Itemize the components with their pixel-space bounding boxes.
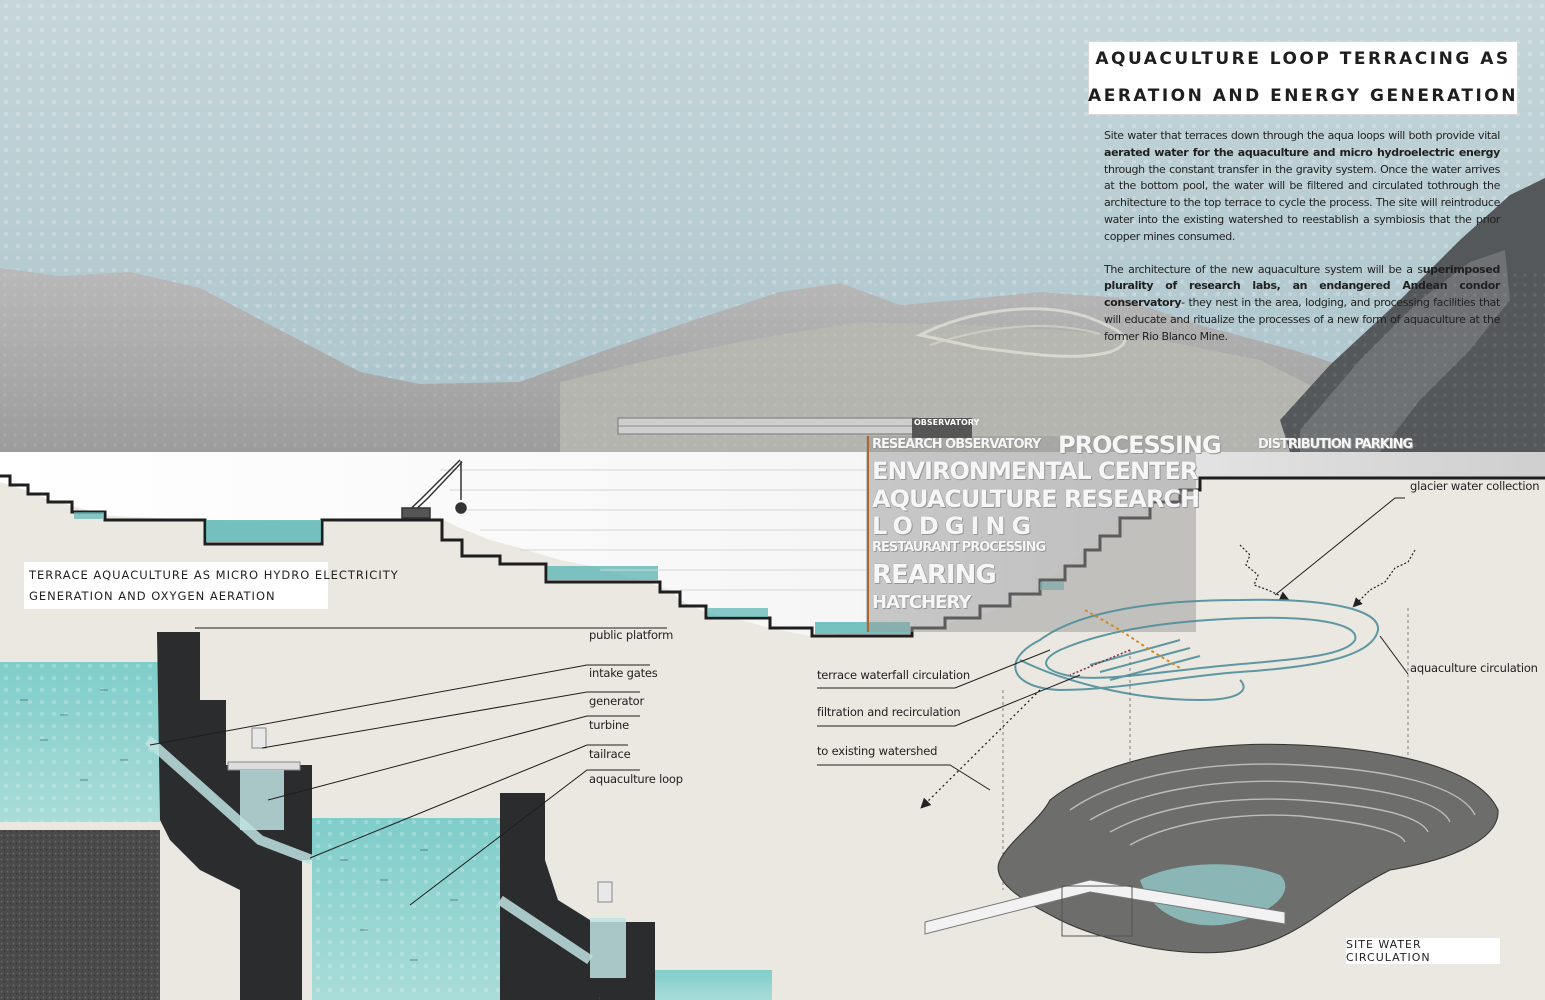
program-label-hatchery: HATCHERY: [872, 592, 971, 613]
callout-aquaculture-loop: aquaculture loop: [589, 772, 683, 786]
crane-icon: [401, 459, 467, 519]
site-leader-lines: [817, 497, 1409, 791]
program-label-lodging: LODGING: [872, 512, 1038, 540]
title-line-1: AQUACULTURE LOOP TERRACING AS: [1095, 49, 1511, 69]
section-label-line-2: GENERATION AND OXYGEN AERATION: [29, 588, 276, 603]
intro-p1-bold: aerated water for the aquaculture and mi…: [1104, 145, 1500, 159]
callout-glacier-water-collection: glacier water collection: [1410, 479, 1540, 493]
title-line-2: AERATION AND ENERGY GENERATION: [1088, 86, 1518, 106]
program-label-research-observatory: RESEARCH OBSERVATORY: [872, 437, 1041, 452]
intro-p2-a: The architecture of the new aquaculture …: [1104, 262, 1423, 276]
hydro-section: [0, 632, 772, 1000]
section-leader-lines: [149, 627, 667, 906]
program-label-distribution-parking: DISTRIBUTION PARKING: [1258, 437, 1413, 452]
callout-tailrace: tailrace: [589, 747, 631, 761]
program-label-environmental-center: ENVIRONMENTAL CENTER: [872, 457, 1198, 485]
callout-existing-watershed: to existing watershed: [817, 744, 938, 758]
intro-p2-bold: uperimposed plurality of research labs, …: [1104, 262, 1500, 310]
program-label-processing: PROCESSING: [1058, 431, 1222, 459]
callout-generator: generator: [589, 694, 644, 708]
intro-p2-c: - they nest in the area, lodging, and pr…: [1104, 296, 1500, 343]
callout-terrace-waterfall-circulation: terrace waterfall circulation: [817, 668, 970, 682]
site-circulation-diagram: [920, 544, 1499, 954]
callout-filtration-recirculation: filtration and recirculation: [817, 705, 961, 719]
intro-paragraph-2: The architecture of the new aquaculture …: [1104, 262, 1500, 346]
intro-paragraph-1: Site water that terraces down through th…: [1104, 128, 1500, 246]
callout-aquaculture-circulation: aquaculture circulation: [1410, 661, 1538, 675]
section-label-panel: TERRACE AQUACULTURE AS MICRO HYDRO ELECT…: [24, 562, 399, 609]
program-label-restaurant-processing: RESTAURANT PROCESSING: [872, 540, 1046, 555]
callout-turbine: turbine: [589, 718, 629, 732]
program-label-aquaculture-research: AQUACULTURE RESEARCH: [872, 485, 1200, 513]
section-label-line-1: TERRACE AQUACULTURE AS MICRO HYDRO ELECT…: [29, 567, 399, 582]
callout-public-platform: public platform: [589, 628, 674, 642]
intro-p1-a: Site water that terraces down through th…: [1104, 129, 1500, 142]
site-label-panel: SITE WATER CIRCULATION: [1346, 938, 1500, 964]
intro-p1-c: through the constant transfer in the gra…: [1104, 162, 1500, 243]
program-label-observatory: OBSERVATORY: [914, 418, 980, 427]
intro-text: Site water that terraces down through th…: [1104, 128, 1500, 362]
callout-intake-gates: intake gates: [589, 666, 658, 680]
title-panel: AQUACULTURE LOOP TERRACING AS AERATION A…: [1088, 41, 1518, 115]
program-label-rearing: REARING: [872, 560, 997, 590]
terrace-section: [0, 417, 1545, 638]
